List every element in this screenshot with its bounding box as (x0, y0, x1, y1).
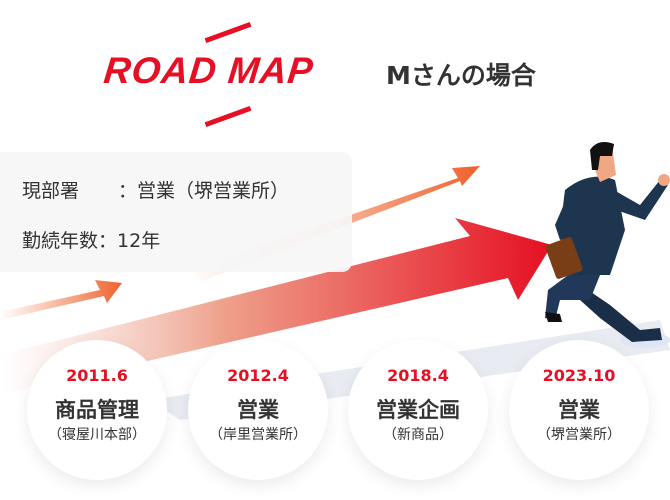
page-title: Mさんの場合 (386, 61, 536, 90)
timeline-item: 2011.6 商品管理 （寝屋川本部） (27, 340, 167, 480)
department-row: 現部署 ：営業（堺営業所） (22, 176, 289, 203)
tenure-label: 勤続年数 (22, 230, 99, 252)
timeline-detail: （新商品） (383, 427, 453, 443)
road-map-logo: ROAD MAP (101, 50, 316, 91)
timeline-date: 2018.4 (387, 366, 449, 385)
timeline-title: 商品管理 (55, 398, 139, 422)
small-arrow-left (0, 280, 122, 320)
timeline-item: 2012.4 営業 （岸里営業所） (188, 340, 328, 480)
timeline-item: 2018.4 営業企画 （新商品） (348, 340, 488, 480)
timeline-title: 営業 (237, 398, 279, 422)
timeline-title: 営業 (558, 398, 600, 422)
running-businessman-illustration (545, 142, 670, 348)
big-arrow (0, 218, 552, 395)
timeline-title: 営業企画 (376, 398, 460, 422)
timeline-detail: （寝屋川本部） (48, 427, 146, 443)
timeline-detail: （堺営業所） (537, 427, 621, 443)
timeline-item: 2023.10 営業 （堺営業所） (509, 340, 649, 480)
timeline-date: 2012.4 (227, 366, 289, 385)
timeline-date: 2023.10 (542, 366, 616, 385)
department-label: 現部署 (22, 180, 80, 202)
profile-card: 現部署 ：営業（堺営業所） 勤続年数：12年 (0, 152, 352, 272)
timeline-date: 2011.6 (66, 366, 128, 385)
timeline-detail: （岸里営業所） (209, 427, 307, 443)
department-value: ：営業（堺営業所） (118, 180, 290, 202)
tenure-value: ：12年 (98, 230, 161, 252)
tenure-row: 勤続年数：12年 (22, 226, 160, 253)
